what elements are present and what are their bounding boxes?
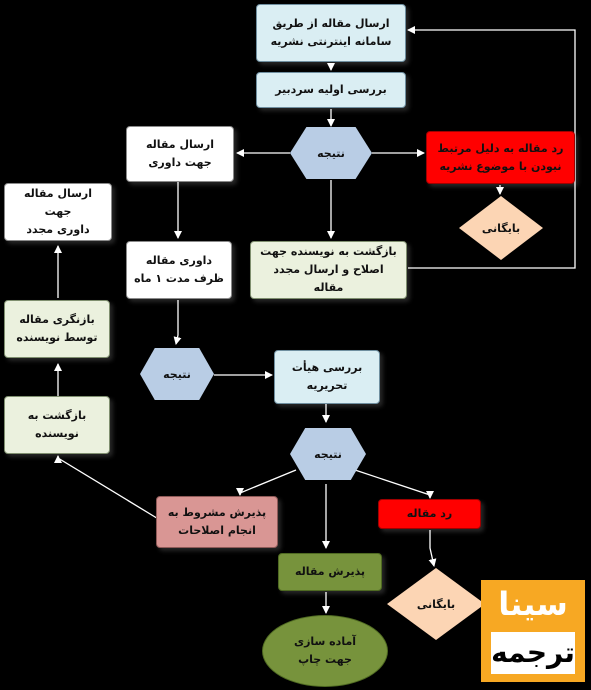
node-reject-unrelated: رد مقاله به دلیل مرتبط نبودن با موضوع نش… — [426, 131, 575, 184]
node-return-to-author: بازگشت به نویسنده — [4, 396, 110, 454]
node-submit-online: ارسال مقاله از طریق سامانه اینترنتی نشری… — [256, 4, 406, 62]
sina-tarjomeh-logo: سینا ترجمه — [481, 580, 585, 682]
edge-return-loop — [407, 26, 576, 269]
node-accept: پذیرش مقاله — [278, 553, 382, 591]
node-peer-review: داوری مقاله ظرف مدت ۱ ماه — [126, 241, 232, 299]
node-result-2: نتیجه — [140, 348, 214, 400]
edge-result3-to-conditional — [236, 469, 297, 496]
logo-line-1: سینا — [498, 585, 568, 623]
node-result-3: نتیجه — [290, 428, 366, 480]
edge-conditional-to-returnauthor — [54, 455, 161, 521]
node-board-review: بررسی هیأت تحریریه — [274, 350, 380, 404]
node-return-for-revision: بازگشت به نویسنده جهت اصلاح و ارسال مجدد… — [250, 241, 407, 299]
node-send-for-review: ارسال مقاله جهت داوری — [126, 126, 234, 182]
node-prepare-print: آماده سازی جهت چاپ — [262, 615, 388, 687]
logo-line-2: ترجمه — [491, 632, 575, 674]
node-conditional-accept: پذیرش مشروط به انجام اصلاحات — [156, 496, 278, 548]
node-editor-review: بررسی اولیه سردبیر — [256, 72, 406, 108]
node-resend-for-review: ارسال مقاله جهت داوری مجدد — [4, 183, 112, 241]
edge-result3-to-reject — [354, 469, 434, 499]
node-result-1: نتیجه — [290, 127, 372, 179]
node-reject: رد مقاله — [378, 499, 481, 529]
node-author-revision: بازنگری مقاله توسط نویسنده — [4, 300, 110, 358]
edge-peerreview-to-result2 — [173, 300, 182, 345]
edge-reject-to-archive2 — [428, 530, 437, 567]
